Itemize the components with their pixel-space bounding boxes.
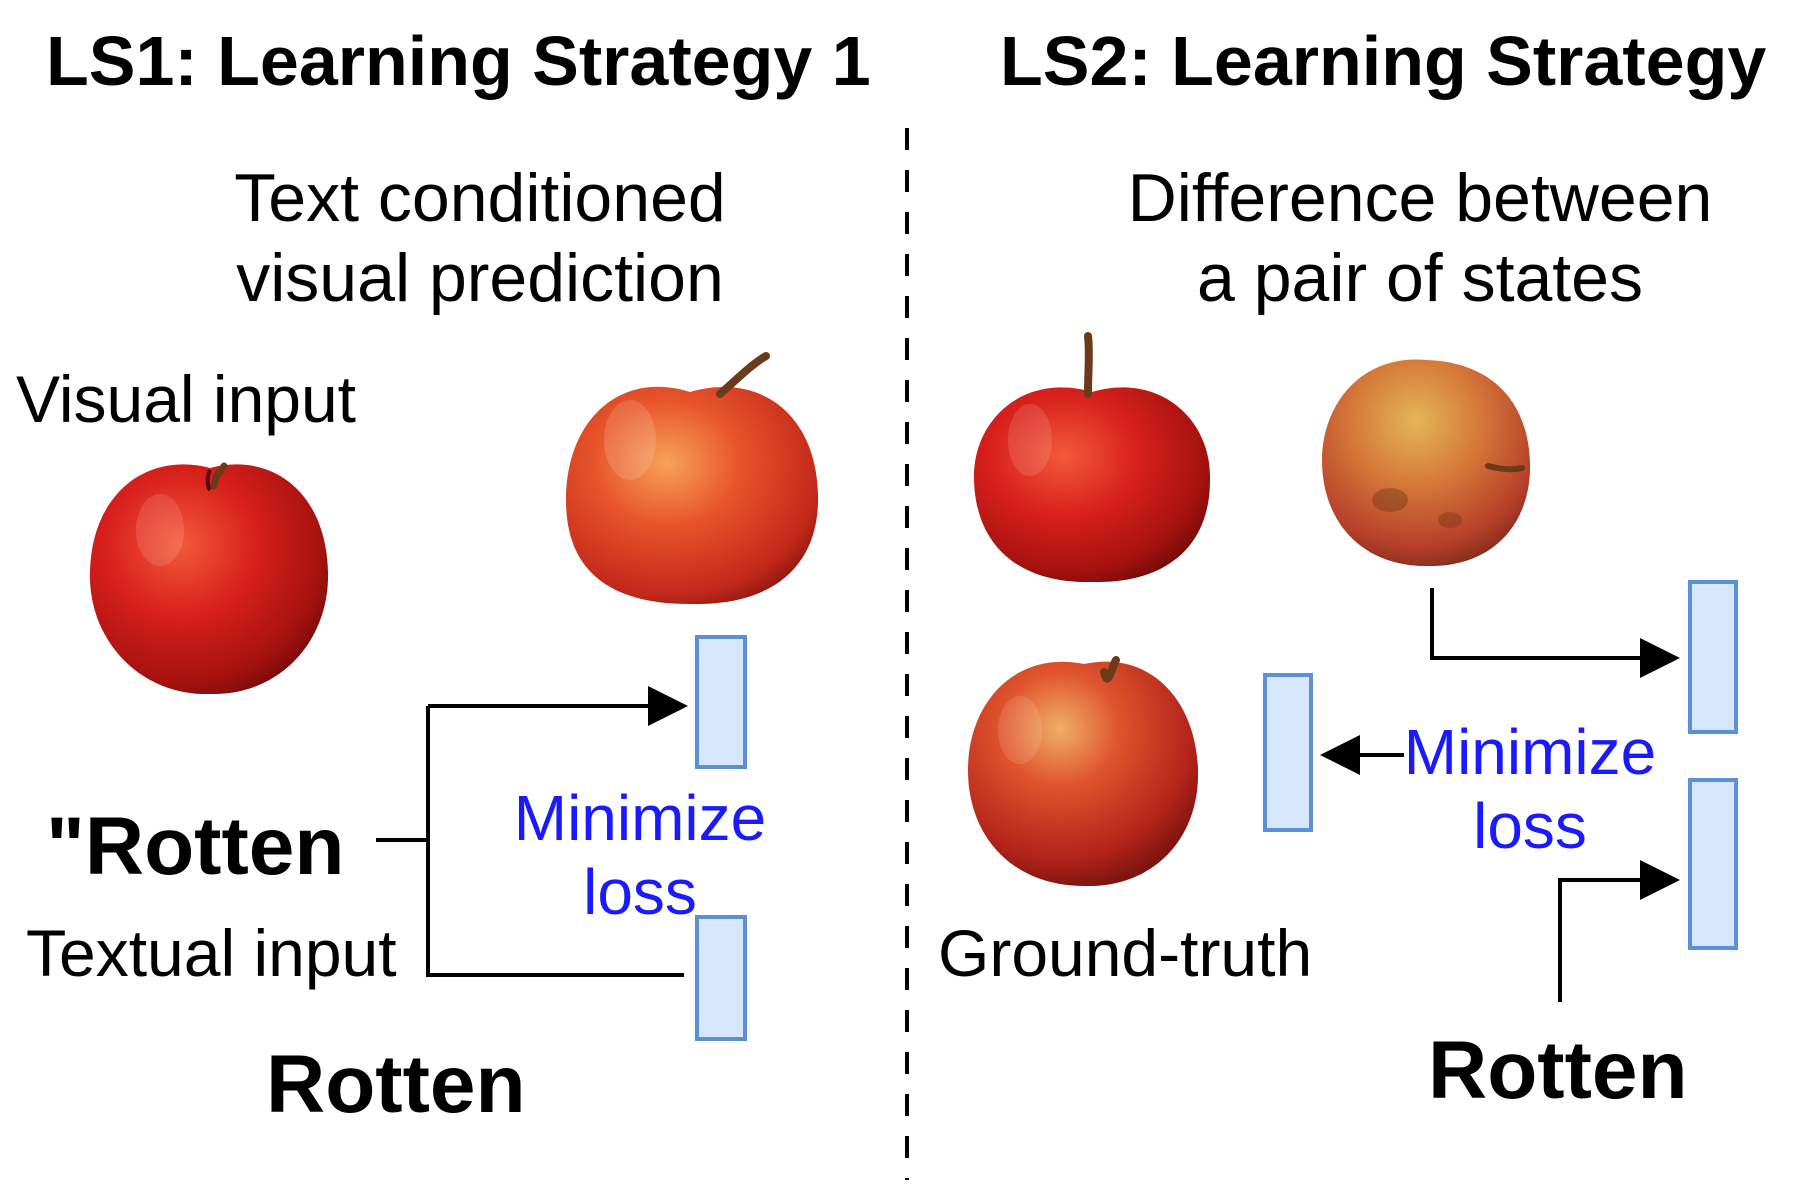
left-subtitle-line2: visual prediction xyxy=(236,240,724,317)
right-bottom-word: Rotten xyxy=(1428,1025,1688,1116)
right-subtitle-line2: a pair of states xyxy=(1196,240,1644,317)
quoted-word-label: "Rotten xyxy=(46,801,345,892)
right-loss-line1: Minimize xyxy=(1403,716,1657,788)
left-loss-line2: loss xyxy=(583,855,697,928)
left-loss-line1: Minimize xyxy=(513,782,767,854)
apple-icon-rotten-state xyxy=(1322,359,1531,567)
visual-input-label: Visual input xyxy=(16,362,357,436)
ground-truth-label: Ground-truth xyxy=(938,916,1313,990)
embedding-box-state-pair xyxy=(1688,580,1738,734)
right-loss-label: Minimize loss xyxy=(1392,716,1668,863)
embedding-box-ground-truth xyxy=(1263,673,1313,832)
apple-icon-predicted xyxy=(566,352,819,605)
left-subtitle-line1: Text conditioned xyxy=(234,160,726,236)
right-panel-title: LS2: Learning Strategy xyxy=(1000,22,1767,100)
left-panel-subtitle: Text conditioned visual prediction xyxy=(180,158,780,318)
left-connectors xyxy=(376,686,688,977)
embedding-box-target xyxy=(695,915,747,1041)
right-connectors xyxy=(1320,588,1680,1002)
embedding-box-predicted xyxy=(695,635,747,769)
apple-icon-visual-input xyxy=(89,462,329,695)
apple-icon-ground-truth xyxy=(968,656,1199,887)
embedding-box-text xyxy=(1688,778,1738,950)
left-bottom-word: Rotten xyxy=(266,1039,526,1130)
right-loss-line2: loss xyxy=(1473,789,1587,862)
right-panel-subtitle: Difference between a pair of states xyxy=(1080,158,1760,318)
left-panel-title: LS1: Learning Strategy 1 xyxy=(46,22,871,100)
left-loss-label: Minimize loss xyxy=(500,782,780,929)
apple-icon-initial-state xyxy=(973,332,1211,583)
textual-input-label: Textual input xyxy=(26,916,397,990)
right-subtitle-line1: Difference between xyxy=(1127,160,1713,236)
